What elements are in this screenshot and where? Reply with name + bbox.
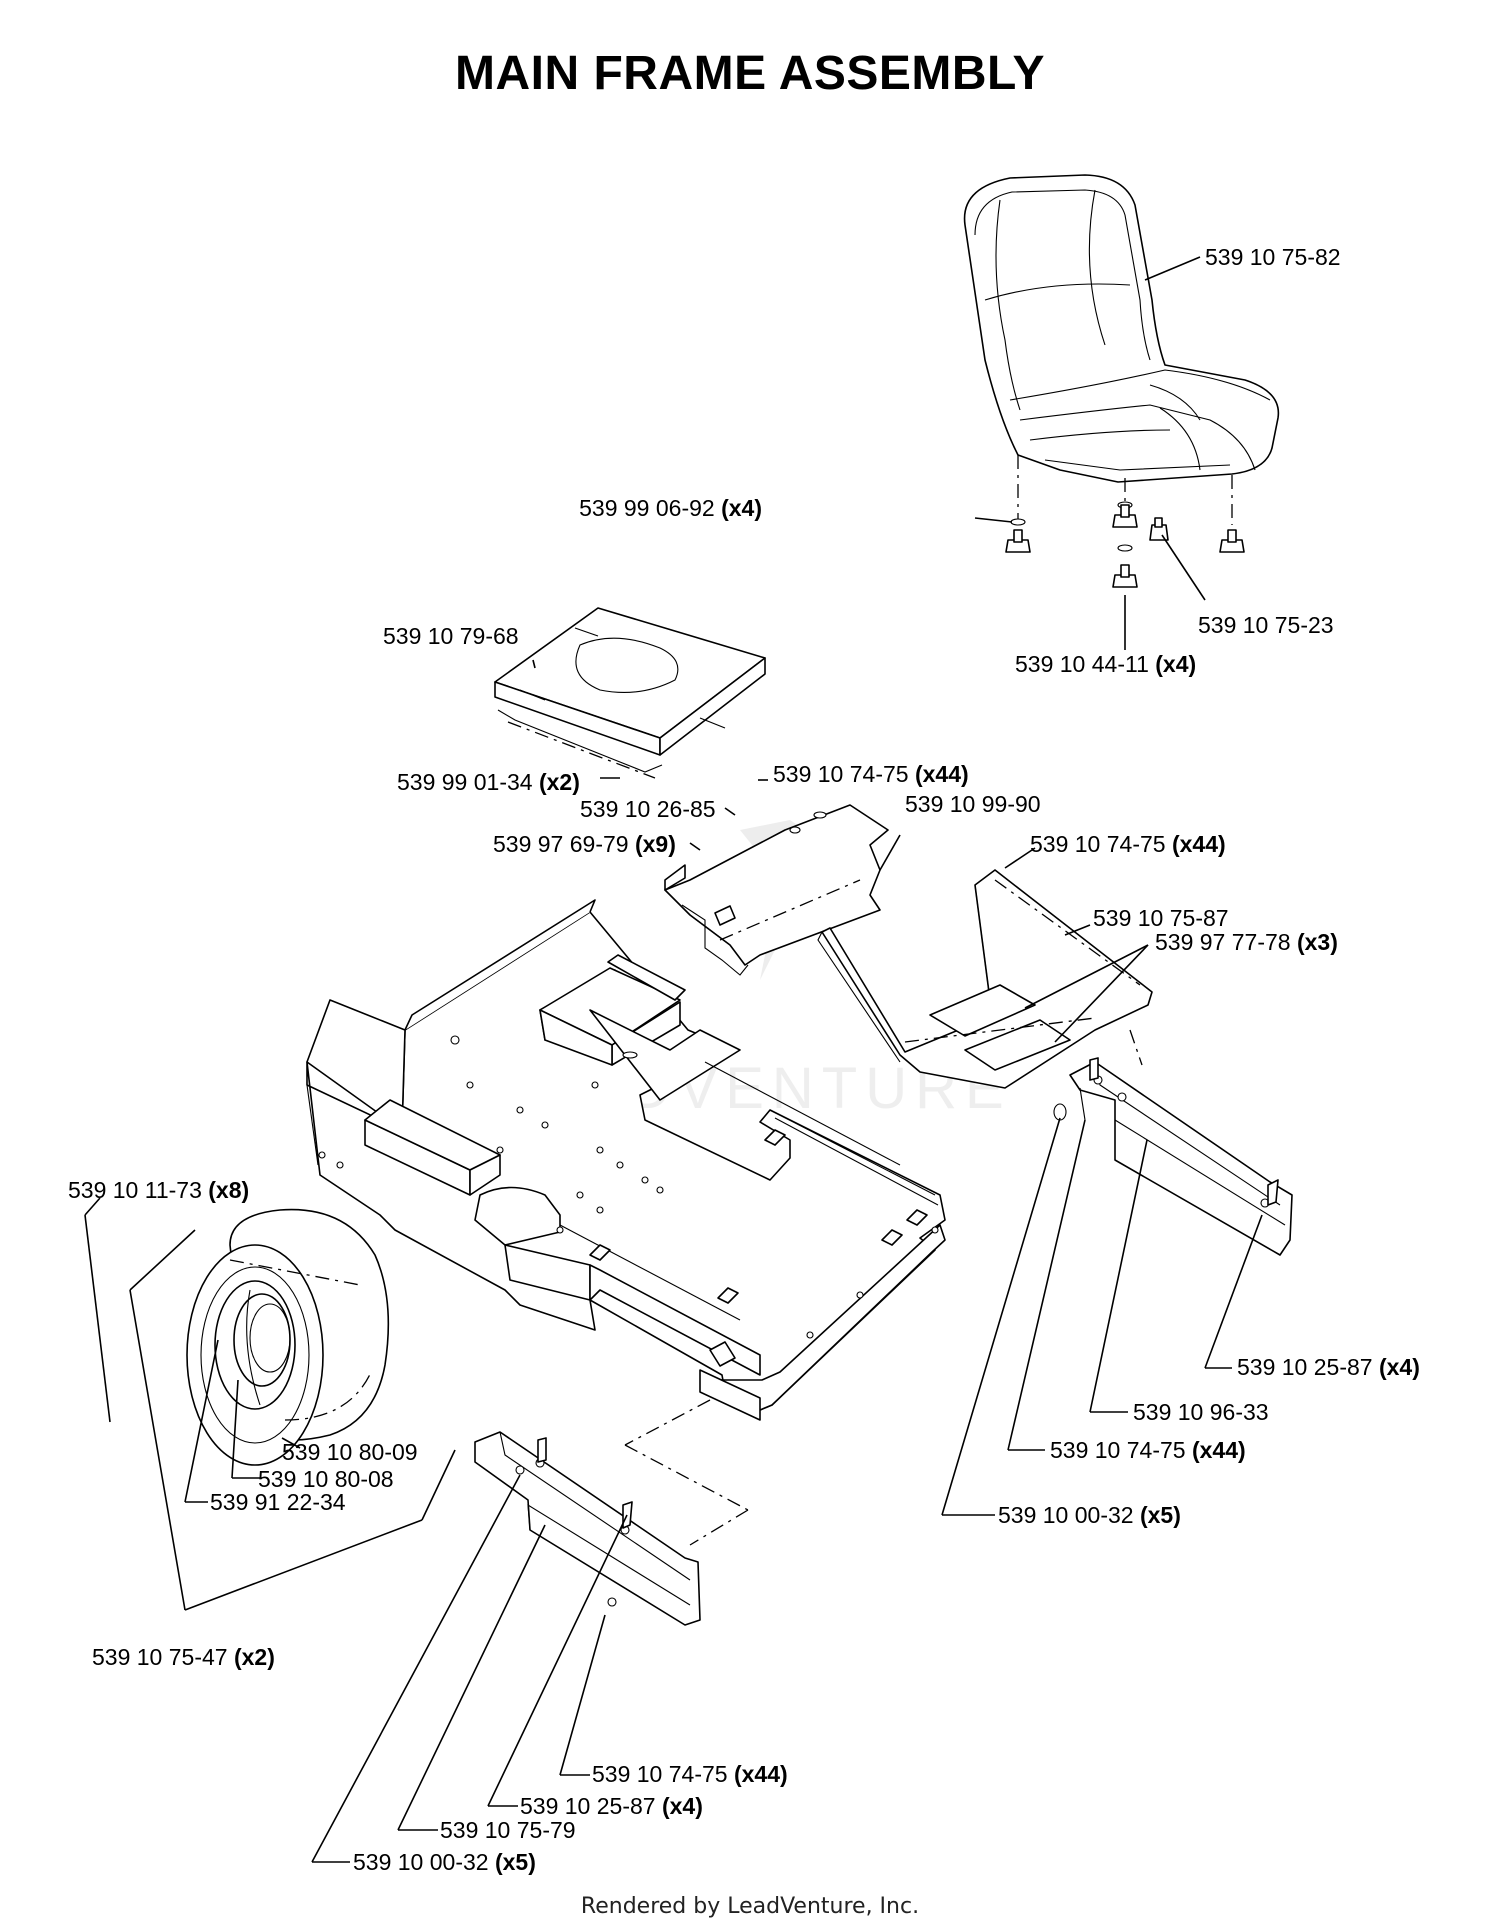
left-fender-drawing [474,1431,701,1626]
callout-539-10-00-32-right: 539 10 00-32 (x5) [998,1502,1181,1528]
callout-539-10-74-75-bottom: 539 10 74-75 (x44) [592,1761,788,1787]
page-title: MAIN FRAME ASSEMBLY [455,47,1045,100]
callout-539-99-06-92: 539 99 06-92 (x4) [579,495,762,521]
footer-credit: Rendered by LeadVenture, Inc. [580,1894,920,1919]
callout-539-10-75-47: 539 10 75-47 (x2) [92,1644,275,1670]
wheel-drawing [186,1208,390,1466]
callout-539-10-74-75-right: 539 10 74-75 (x44) [1030,831,1226,857]
callout-539-10-80-09: 539 10 80-09 [282,1439,418,1465]
callout-539-10-75-87: 539 10 75-87 [1093,905,1229,931]
callout-539-10-96-33: 539 10 96-33 [1133,1399,1269,1425]
callout-539-10-74-75-fender: 539 10 74-75 (x44) [1050,1437,1246,1463]
callout-539-10-74-75-top: 539 10 74-75 (x44) [773,761,969,787]
callout-539-97-77-78: 539 97 77-78 (x3) [1155,929,1338,955]
callout-539-99-01-34: 539 99 01-34 (x2) [397,769,580,795]
leader-lines [84,256,1263,1863]
right-fender-drawing [1053,1057,1293,1256]
seat-drawing [963,174,1280,483]
seat-mount-plate-drawing [494,607,766,779]
callout-539-10-26-85: 539 10 26-85 [580,796,716,822]
callout-539-10-75-79: 539 10 75-79 [440,1817,576,1843]
callout-539-10-99-90: 539 10 99-90 [905,791,1041,817]
control-panel-drawing [664,804,889,976]
callout-539-10-79-68: 539 10 79-68 [383,623,519,649]
callout-539-10-25-87-bottom: 539 10 25-87 (x4) [520,1793,703,1819]
callout-539-97-69-79: 539 97 69-79 (x9) [493,831,676,857]
floor-pan-drawing [817,869,1153,1089]
callout-539-10-75-23: 539 10 75-23 [1198,612,1334,638]
callout-539-10-25-87-right: 539 10 25-87 (x4) [1237,1354,1420,1380]
seat-hardware [1005,455,1245,588]
callout-539-10-75-82: 539 10 75-82 [1205,244,1341,270]
main-frame-drawing [306,899,1143,1546]
callout-539-91-22-34: 539 91 22-34 [210,1489,346,1515]
callout-539-10-00-32-bottom: 539 10 00-32 (x5) [353,1849,536,1875]
callout-539-10-11-73: 539 10 11-73 (x8) [68,1177,249,1203]
callout-539-10-80-08: 539 10 80-08 [258,1466,394,1492]
callout-539-10-44-11: 539 10 44-11 (x4) [1015,651,1196,677]
